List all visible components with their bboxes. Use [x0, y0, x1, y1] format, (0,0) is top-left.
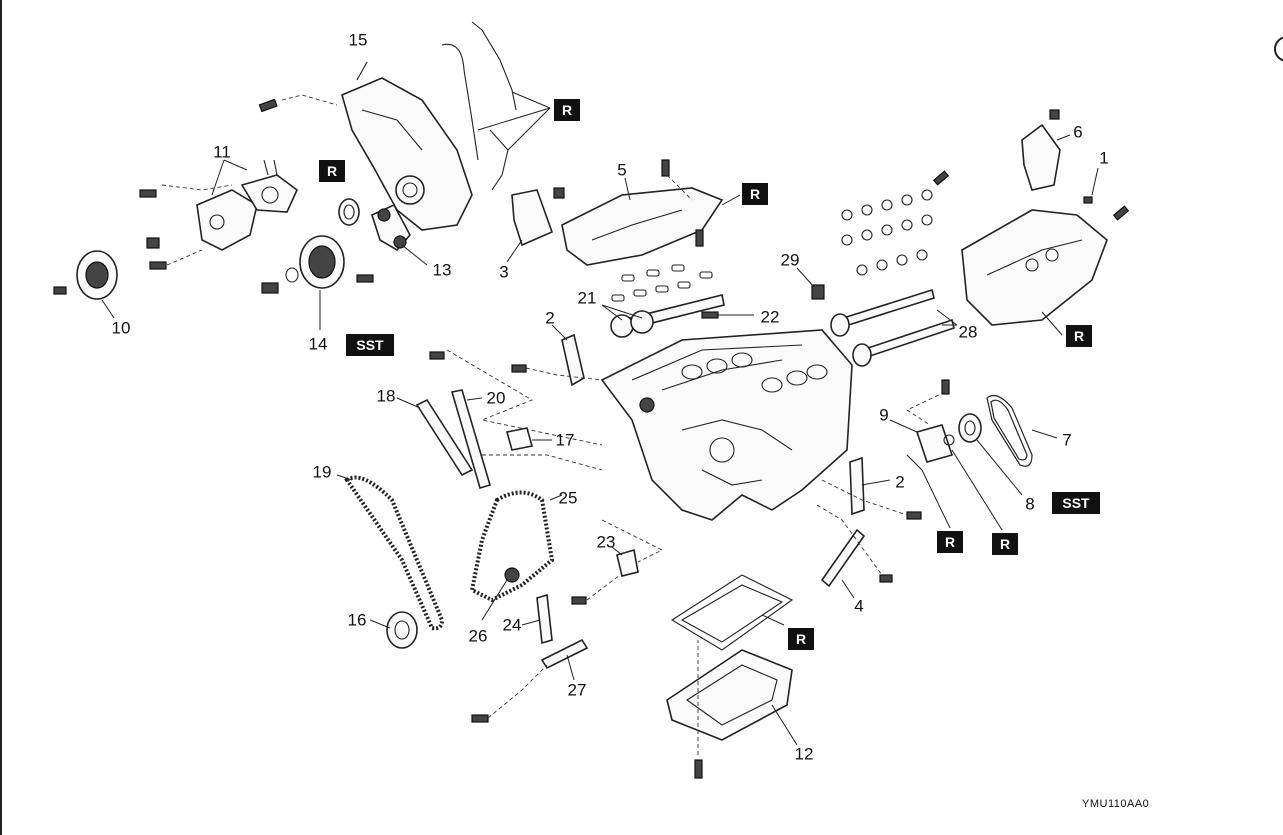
cover-gaskets — [441, 21, 551, 191]
callout-14: 14 — [308, 334, 328, 354]
bracket-6 — [1021, 109, 1071, 191]
bolts-11 — [139, 184, 233, 270]
r-badge-oil-pan-gasket: R — [788, 628, 814, 650]
bolt-15 — [258, 94, 338, 113]
sensor-29 — [796, 267, 825, 300]
sprocket-16 — [369, 611, 418, 649]
callout-6: 6 — [1073, 122, 1083, 142]
belt-7 — [986, 395, 1058, 467]
pulley-10 — [53, 250, 118, 319]
tensioner-13 — [356, 203, 428, 283]
oil-pump-part — [196, 159, 298, 251]
callout-2-right: 2 — [895, 472, 905, 492]
guide-27 — [471, 638, 589, 723]
bracket-2-top — [511, 324, 603, 387]
bracket-3 — [506, 187, 565, 263]
sst-badge-sprocket: SST — [1052, 492, 1100, 514]
callout-24: 24 — [502, 615, 522, 635]
bracket-2-right — [821, 456, 922, 520]
callout-22: 22 — [760, 307, 780, 327]
oil-seal — [338, 198, 360, 226]
r-badge-seal-9: R — [937, 531, 963, 553]
callout-3: 3 — [499, 262, 509, 282]
callout-27: 27 — [567, 680, 587, 700]
callout-11: 11 — [213, 142, 231, 162]
camshafts-28 — [830, 170, 958, 367]
callout-29: 29 — [780, 250, 800, 270]
callout-20: 20 — [486, 388, 506, 408]
callout-21: 21 — [577, 288, 597, 308]
part-23 — [571, 519, 664, 605]
callout-15: 15 — [348, 30, 368, 50]
sst-badge-crank-pulley: SST — [346, 334, 394, 356]
callout-13: 13 — [432, 260, 452, 280]
callout-25: 25 — [558, 488, 578, 508]
head-cover-right — [961, 167, 1130, 336]
callout-18: 18 — [376, 386, 396, 406]
r-badge-top-gaskets: R — [554, 99, 580, 121]
callout-10: 10 — [111, 318, 131, 338]
r-badge-right-cover: R — [1066, 325, 1092, 347]
callout-5: 5 — [617, 160, 627, 180]
callout-2-top: 2 — [545, 308, 555, 328]
callout-28: 28 — [958, 322, 978, 342]
timing-cover-part — [341, 61, 473, 231]
guide-24 — [521, 593, 553, 645]
chain-guide-18 — [396, 397, 474, 477]
tensioner-9 — [889, 379, 1003, 531]
crank-pulley-14 — [261, 235, 345, 330]
callout-9: 9 — [879, 405, 889, 425]
figure-code: YMU110AA0 — [1082, 798, 1150, 810]
callout-4: 4 — [854, 596, 864, 616]
engine-block — [600, 329, 853, 521]
head-cover-5 — [561, 159, 741, 266]
callout-17: 17 — [555, 430, 575, 450]
callout-19: 19 — [312, 462, 332, 482]
callout-8: 8 — [1025, 494, 1035, 514]
oil-pan-gasket — [670, 574, 794, 651]
r-badge-oil-seal: R — [319, 160, 345, 182]
sprocket-8 — [958, 413, 1023, 496]
callout-16: 16 — [347, 610, 367, 630]
chain-25 — [469, 490, 563, 621]
callout-23: 23 — [596, 532, 616, 552]
r-badge-seal-8: R — [992, 533, 1018, 555]
r-badge-head-cover-gasket: R — [742, 183, 768, 205]
oil-pan-12 — [666, 640, 798, 779]
callout-26: 26 — [468, 626, 488, 646]
callout-1: 1 — [1099, 148, 1109, 168]
chain-guide-20 — [429, 349, 603, 489]
tensioner-17 — [482, 427, 603, 471]
callout-7: 7 — [1062, 430, 1072, 450]
rod-4 — [816, 504, 893, 599]
timing-chain-19 — [336, 474, 445, 631]
camshaft-21 — [601, 229, 754, 338]
callout-12: 12 — [794, 744, 814, 764]
